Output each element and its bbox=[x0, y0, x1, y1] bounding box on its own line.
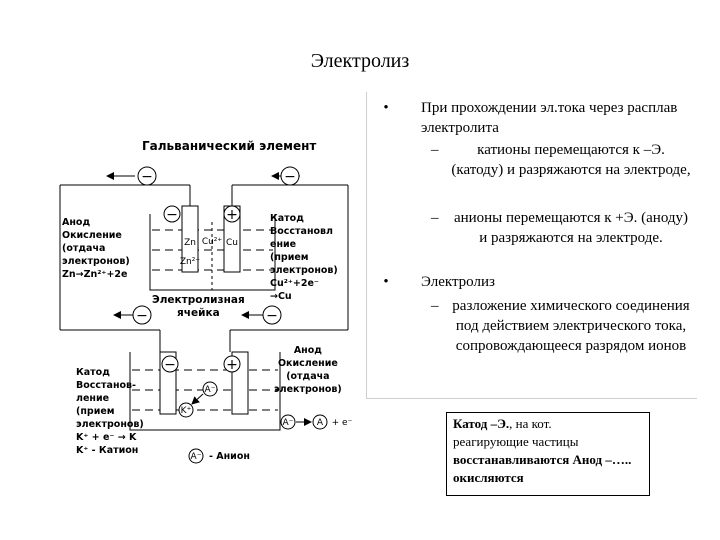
zn-electrode bbox=[181, 205, 199, 273]
electrolysis-beaker bbox=[129, 352, 281, 431]
bullet-1-text: При прохождении эл.тока через расплав эл… bbox=[421, 100, 678, 136]
dash-3: – bbox=[431, 298, 439, 314]
dash-2: – bbox=[431, 210, 439, 226]
anion-ion-label: A⁻ bbox=[205, 385, 216, 395]
bullet-1-dash-1: катионы перемещаются к –Э. (катоду) и ра… bbox=[451, 142, 691, 178]
def-line2: реагирующие частицы bbox=[453, 434, 579, 449]
legend-anion: A⁻ bbox=[191, 452, 202, 462]
cathode-minus-terminal bbox=[161, 355, 179, 373]
galvanic-plus-terminal bbox=[223, 205, 241, 223]
zn-label: Zn bbox=[184, 238, 196, 248]
reaction-atom-circle bbox=[312, 414, 328, 430]
bullet-2-text: Электролиз bbox=[421, 274, 495, 290]
galvanic-plus-sign: + bbox=[226, 207, 238, 223]
top-right-cathode-label: Катод Восстановл ение (прием электронов)… bbox=[270, 213, 338, 302]
bullet-2: • bbox=[383, 274, 389, 290]
reaction-a-right: A bbox=[317, 418, 324, 428]
dash-1: – bbox=[431, 142, 439, 158]
galvanic-minus-top-left bbox=[137, 166, 157, 186]
anode-plus-terminal bbox=[223, 355, 241, 373]
top-left-anode-label: Анод Окисление (отдача электронов) Zn→Zn… bbox=[62, 217, 130, 280]
galvanic-minus-sign: − bbox=[166, 207, 178, 223]
legend-anion-circle bbox=[188, 448, 204, 464]
bullets-panel: • При прохождении эл.тока через расплав … bbox=[366, 92, 697, 399]
top-right-minus-sign: − bbox=[284, 169, 296, 185]
galvanic-minus-top-right bbox=[280, 166, 300, 186]
cell-minus-mid-left bbox=[132, 305, 152, 325]
top-left-minus-sign: − bbox=[141, 169, 153, 185]
bottom-right-anode-label: Анод Окисление (отдача электронов) bbox=[274, 345, 342, 395]
reaction-a-left: A⁻ bbox=[283, 418, 294, 428]
zn-ion: Zn²⁺ bbox=[180, 257, 200, 267]
anion-ion bbox=[202, 381, 218, 397]
def-line3: восстанавливаются Анод –….. окисляются bbox=[453, 452, 632, 485]
cell-minus-mid-right bbox=[262, 305, 282, 325]
cu-label: Cu bbox=[226, 238, 238, 248]
bullet-1-dash-2: анионы перемещаются к +Э. (аноду) и разр… bbox=[453, 210, 689, 246]
def-line1-rest: , на кот. bbox=[509, 416, 552, 431]
cation-ion bbox=[178, 402, 194, 418]
anion-legend: - Анион bbox=[209, 451, 250, 462]
galvanic-minus-terminal bbox=[163, 205, 181, 223]
page-title: Электролиз bbox=[310, 50, 410, 72]
cell-title: Электролизная ячейка bbox=[152, 294, 245, 319]
cathode-minus-sign: − bbox=[164, 357, 176, 373]
galvanic-title: Гальванический элемент bbox=[142, 139, 317, 153]
bottom-left-cathode-label: Катод Восстанов- ление (прием электронов… bbox=[76, 367, 144, 456]
bullet-1: • bbox=[383, 100, 389, 116]
cation-ion-label: K⁺ bbox=[181, 406, 192, 416]
def-line1-bold: Катод –Э. bbox=[453, 416, 510, 431]
reaction-anion-circle bbox=[280, 414, 296, 430]
reaction-tail: + e⁻ bbox=[332, 418, 353, 428]
bullet-2-dash-1: разложение химического соединения под де… bbox=[452, 298, 690, 354]
definition-box: Катод –Э., на кот. реагирующие частицы в… bbox=[446, 412, 650, 496]
cu-ion: Cu²⁺ bbox=[202, 237, 223, 247]
mid-left-minus-sign: − bbox=[136, 308, 148, 324]
mid-right-minus-sign: − bbox=[266, 308, 278, 324]
anode-plus-sign: + bbox=[226, 357, 238, 373]
